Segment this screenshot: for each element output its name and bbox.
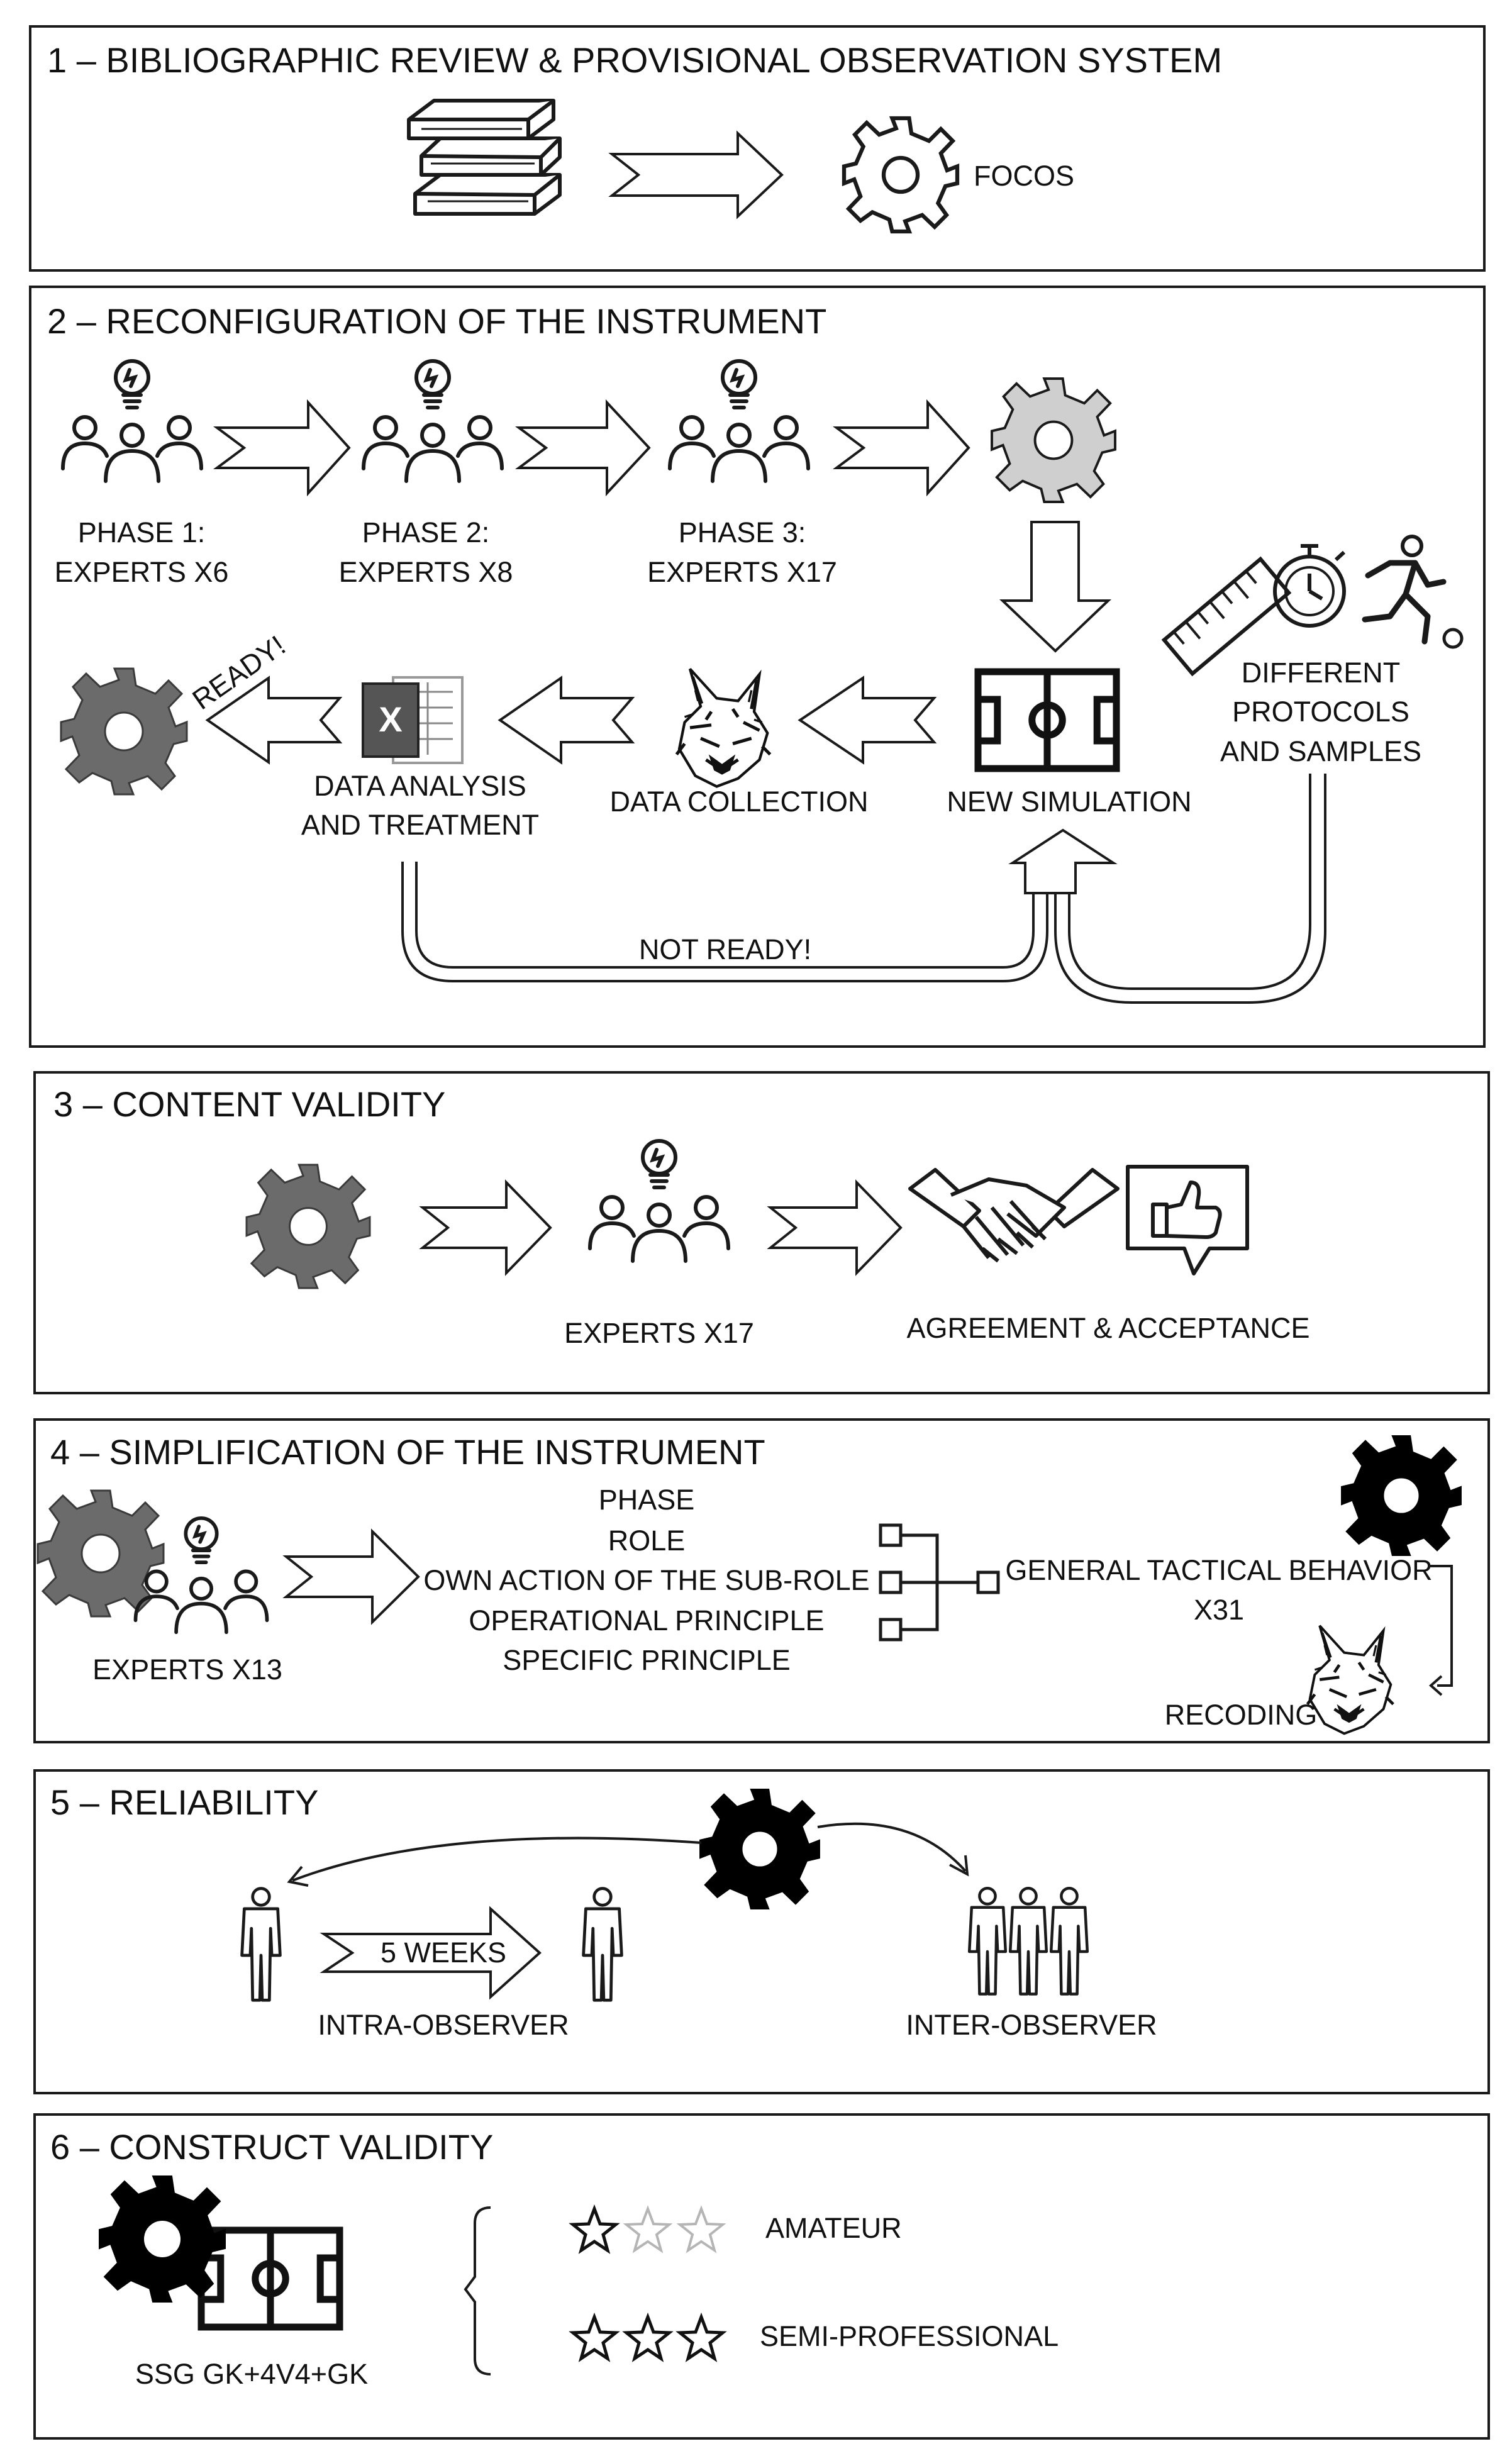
thumbs-up-bubble-icon (1126, 1165, 1249, 1275)
s2-arrow-left-2 (498, 675, 635, 765)
section-1-title: 1 – BIBLIOGRAPHIC REVIEW & PROVISIONAL O… (47, 40, 1222, 80)
section-1-panel: 1 – BIBLIOGRAPHIC REVIEW & PROVISIONAL O… (29, 25, 1486, 272)
protocols-line1: DIFFERENT (1242, 657, 1401, 689)
s1-arrow-right (608, 130, 784, 219)
stopwatch-icon (1273, 544, 1346, 628)
recoding-arrow-head (1428, 1675, 1443, 1696)
brace-icon (464, 2206, 491, 2375)
phase2-label: PHASE 2: (362, 516, 490, 548)
curve-to-intra-head (287, 1865, 309, 1887)
section-5-border (33, 1769, 1490, 2094)
section-2-border (29, 286, 1486, 1048)
section-2-panel: 2 – RECONFIGURATION OF THE INSTRUMENT PH… (29, 286, 1486, 1048)
level-operational: OPERATIONAL PRINCIPLE (469, 1604, 824, 1636)
section-4-panel: 4 – SIMPLIFICATION OF THE INSTRUMENT EXP… (33, 1418, 1490, 1743)
section-5-title: 5 – RELIABILITY (50, 1782, 318, 1822)
s4-arrow (282, 1528, 420, 1625)
section-4-title: 4 – SIMPLIFICATION OF THE INSTRUMENT (50, 1432, 765, 1472)
section-1-border (29, 25, 1486, 272)
s2-arrow-down (999, 521, 1111, 653)
s5-arrow (320, 1906, 542, 2000)
inter-label: INTER-OBSERVER (906, 2009, 1157, 2041)
phase1-experts: EXPERTS X6 (55, 556, 229, 588)
focos-label: FOCOS (974, 160, 1074, 192)
curve-to-inter (817, 1822, 967, 1872)
phase3-label: PHASE 3: (679, 516, 806, 548)
protocols-loop-inner (1054, 774, 1326, 1004)
s2-arrow-left-3 (205, 675, 343, 765)
level-specific: SPECIFIC PRINCIPLE (503, 1644, 791, 1676)
handshake-icon (908, 1168, 1120, 1263)
data-analysis-line2: AND TREATMENT (301, 809, 539, 841)
recoding-arrow (1428, 1565, 1453, 1687)
s2-arrow-3 (832, 399, 970, 497)
agreement-label: AGREEMENT & ACCEPTANCE (907, 1312, 1310, 1344)
data-collection-label: DATA COLLECTION (610, 786, 869, 818)
s2-arrow-2 (514, 399, 651, 497)
phase2-experts: EXPERTS X8 (339, 556, 513, 588)
weeks-label: 5 WEEKS (381, 1936, 506, 1969)
s3-experts-label: EXPERTS X17 (564, 1317, 754, 1349)
ssg-label: SSG GK+4V4+GK (135, 2358, 368, 2390)
s2-arrow-1 (213, 399, 351, 497)
s3-arrow-2 (767, 1179, 903, 1276)
runner-icon (1362, 535, 1464, 649)
books-icon (407, 99, 562, 216)
excel-letter: X (379, 699, 402, 739)
protocols-loop-outer (1068, 774, 1311, 990)
level-role: ROLE (608, 1525, 686, 1557)
data-analysis-line1: DATA ANALYSIS (314, 770, 526, 802)
amateur-label: AMATEUR (765, 2212, 902, 2244)
curve-to-intra (292, 1836, 702, 1882)
behavior-line1: GENERAL TACTICAL BEHAVIOR (1005, 1554, 1432, 1586)
section-5-panel: 5 – RELIABILITY 5 WEEKS INTRA-OBSERVER I… (33, 1769, 1490, 2094)
protocols-line3: AND SAMPLES (1220, 735, 1421, 767)
up-arrow-head (1008, 828, 1118, 894)
excel-icon: X (362, 676, 464, 764)
section-6-title: 6 – CONSTRUCT VALIDITY (50, 2127, 493, 2167)
s4-experts-label: EXPERTS X13 (92, 1653, 282, 1686)
behavior-line2: X31 (1194, 1594, 1244, 1626)
hierarchy-icon (879, 1523, 1000, 1642)
not-ready-loop-inner (415, 862, 1035, 969)
section-3-panel: 3 – CONTENT VALIDITY EXPERTS X17 AGREEME… (33, 1071, 1490, 1394)
s2-arrow-left-1 (798, 675, 937, 765)
recoding-label: RECODING (1165, 1699, 1318, 1731)
not-ready-label: NOT READY! (639, 933, 811, 965)
new-simulation-label: NEW SIMULATION (947, 786, 1191, 818)
section-4-border (33, 1418, 1490, 1743)
section-6-panel: 6 – CONSTRUCT VALIDITY SSG GK+4V4+GK AMA… (33, 2113, 1490, 2440)
semi-pro-label: SEMI-PROFESSIONAL (760, 2320, 1059, 2352)
ruler-icon (1161, 556, 1292, 677)
phase3-experts: EXPERTS X17 (647, 556, 837, 588)
curve-to-inter-head (949, 1855, 969, 1877)
not-ready-loop-outer (401, 862, 1048, 982)
level-own-action: OWN ACTION OF THE SUB-ROLE (423, 1564, 869, 1596)
protocols-line2: PROTOCOLS (1232, 696, 1409, 728)
intra-label: INTRA-OBSERVER (318, 2009, 569, 2041)
gear-icon (245, 1164, 371, 1289)
level-phase: PHASE (599, 1484, 695, 1516)
phase1-label: PHASE 1: (78, 516, 206, 548)
section-3-title: 3 – CONTENT VALIDITY (53, 1084, 445, 1124)
section-6-border (33, 2113, 1490, 2440)
s3-arrow-1 (419, 1179, 552, 1276)
section-2-title: 2 – RECONFIGURATION OF THE INSTRUMENT (47, 301, 826, 341)
